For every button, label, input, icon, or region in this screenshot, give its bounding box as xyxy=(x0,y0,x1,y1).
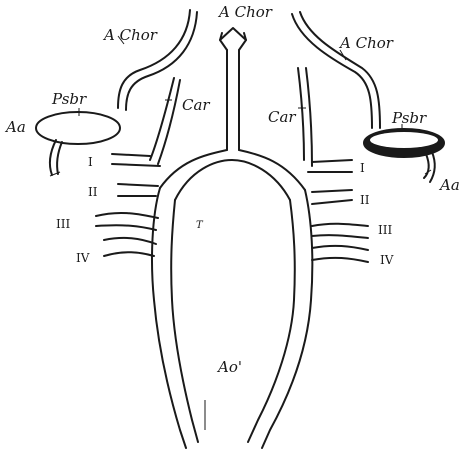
right-choroid-artery xyxy=(292,12,380,128)
left-carotid xyxy=(150,78,180,164)
label-achor-right: A Chor xyxy=(338,34,394,52)
label-aa-right: Aa xyxy=(438,176,460,194)
label-ao: Ao' xyxy=(216,358,242,376)
label-arch-left-3: III xyxy=(56,217,70,231)
label-psbr-left: Psbr xyxy=(51,90,87,108)
label-arch-right-4: IV xyxy=(380,253,394,267)
label-arch-right-1: I xyxy=(360,161,365,175)
right-carotid xyxy=(298,68,312,166)
label-psbr-right: Psbr xyxy=(391,109,427,127)
label-arch-right-2: II xyxy=(360,193,370,207)
label-achor-left: A Chor xyxy=(102,26,158,44)
left-psbr xyxy=(36,112,120,176)
label-aa-left: Aa xyxy=(4,118,26,136)
label-arch-left-2: II xyxy=(88,185,98,199)
right-psbr xyxy=(364,129,444,182)
label-t: T xyxy=(196,220,204,231)
label-arch-left-4: IV xyxy=(76,251,90,265)
right-arches xyxy=(308,160,368,262)
label-arch-left-1: I xyxy=(88,155,93,169)
label-arch-right-3: III xyxy=(378,223,392,237)
dorsal-aorta xyxy=(152,160,312,448)
label-car-left: Car xyxy=(182,96,210,114)
label-car-right: Car xyxy=(268,108,296,126)
left-arches xyxy=(96,154,160,256)
left-choroid-artery xyxy=(118,10,197,110)
label-achor-top: A Chor xyxy=(217,3,273,21)
